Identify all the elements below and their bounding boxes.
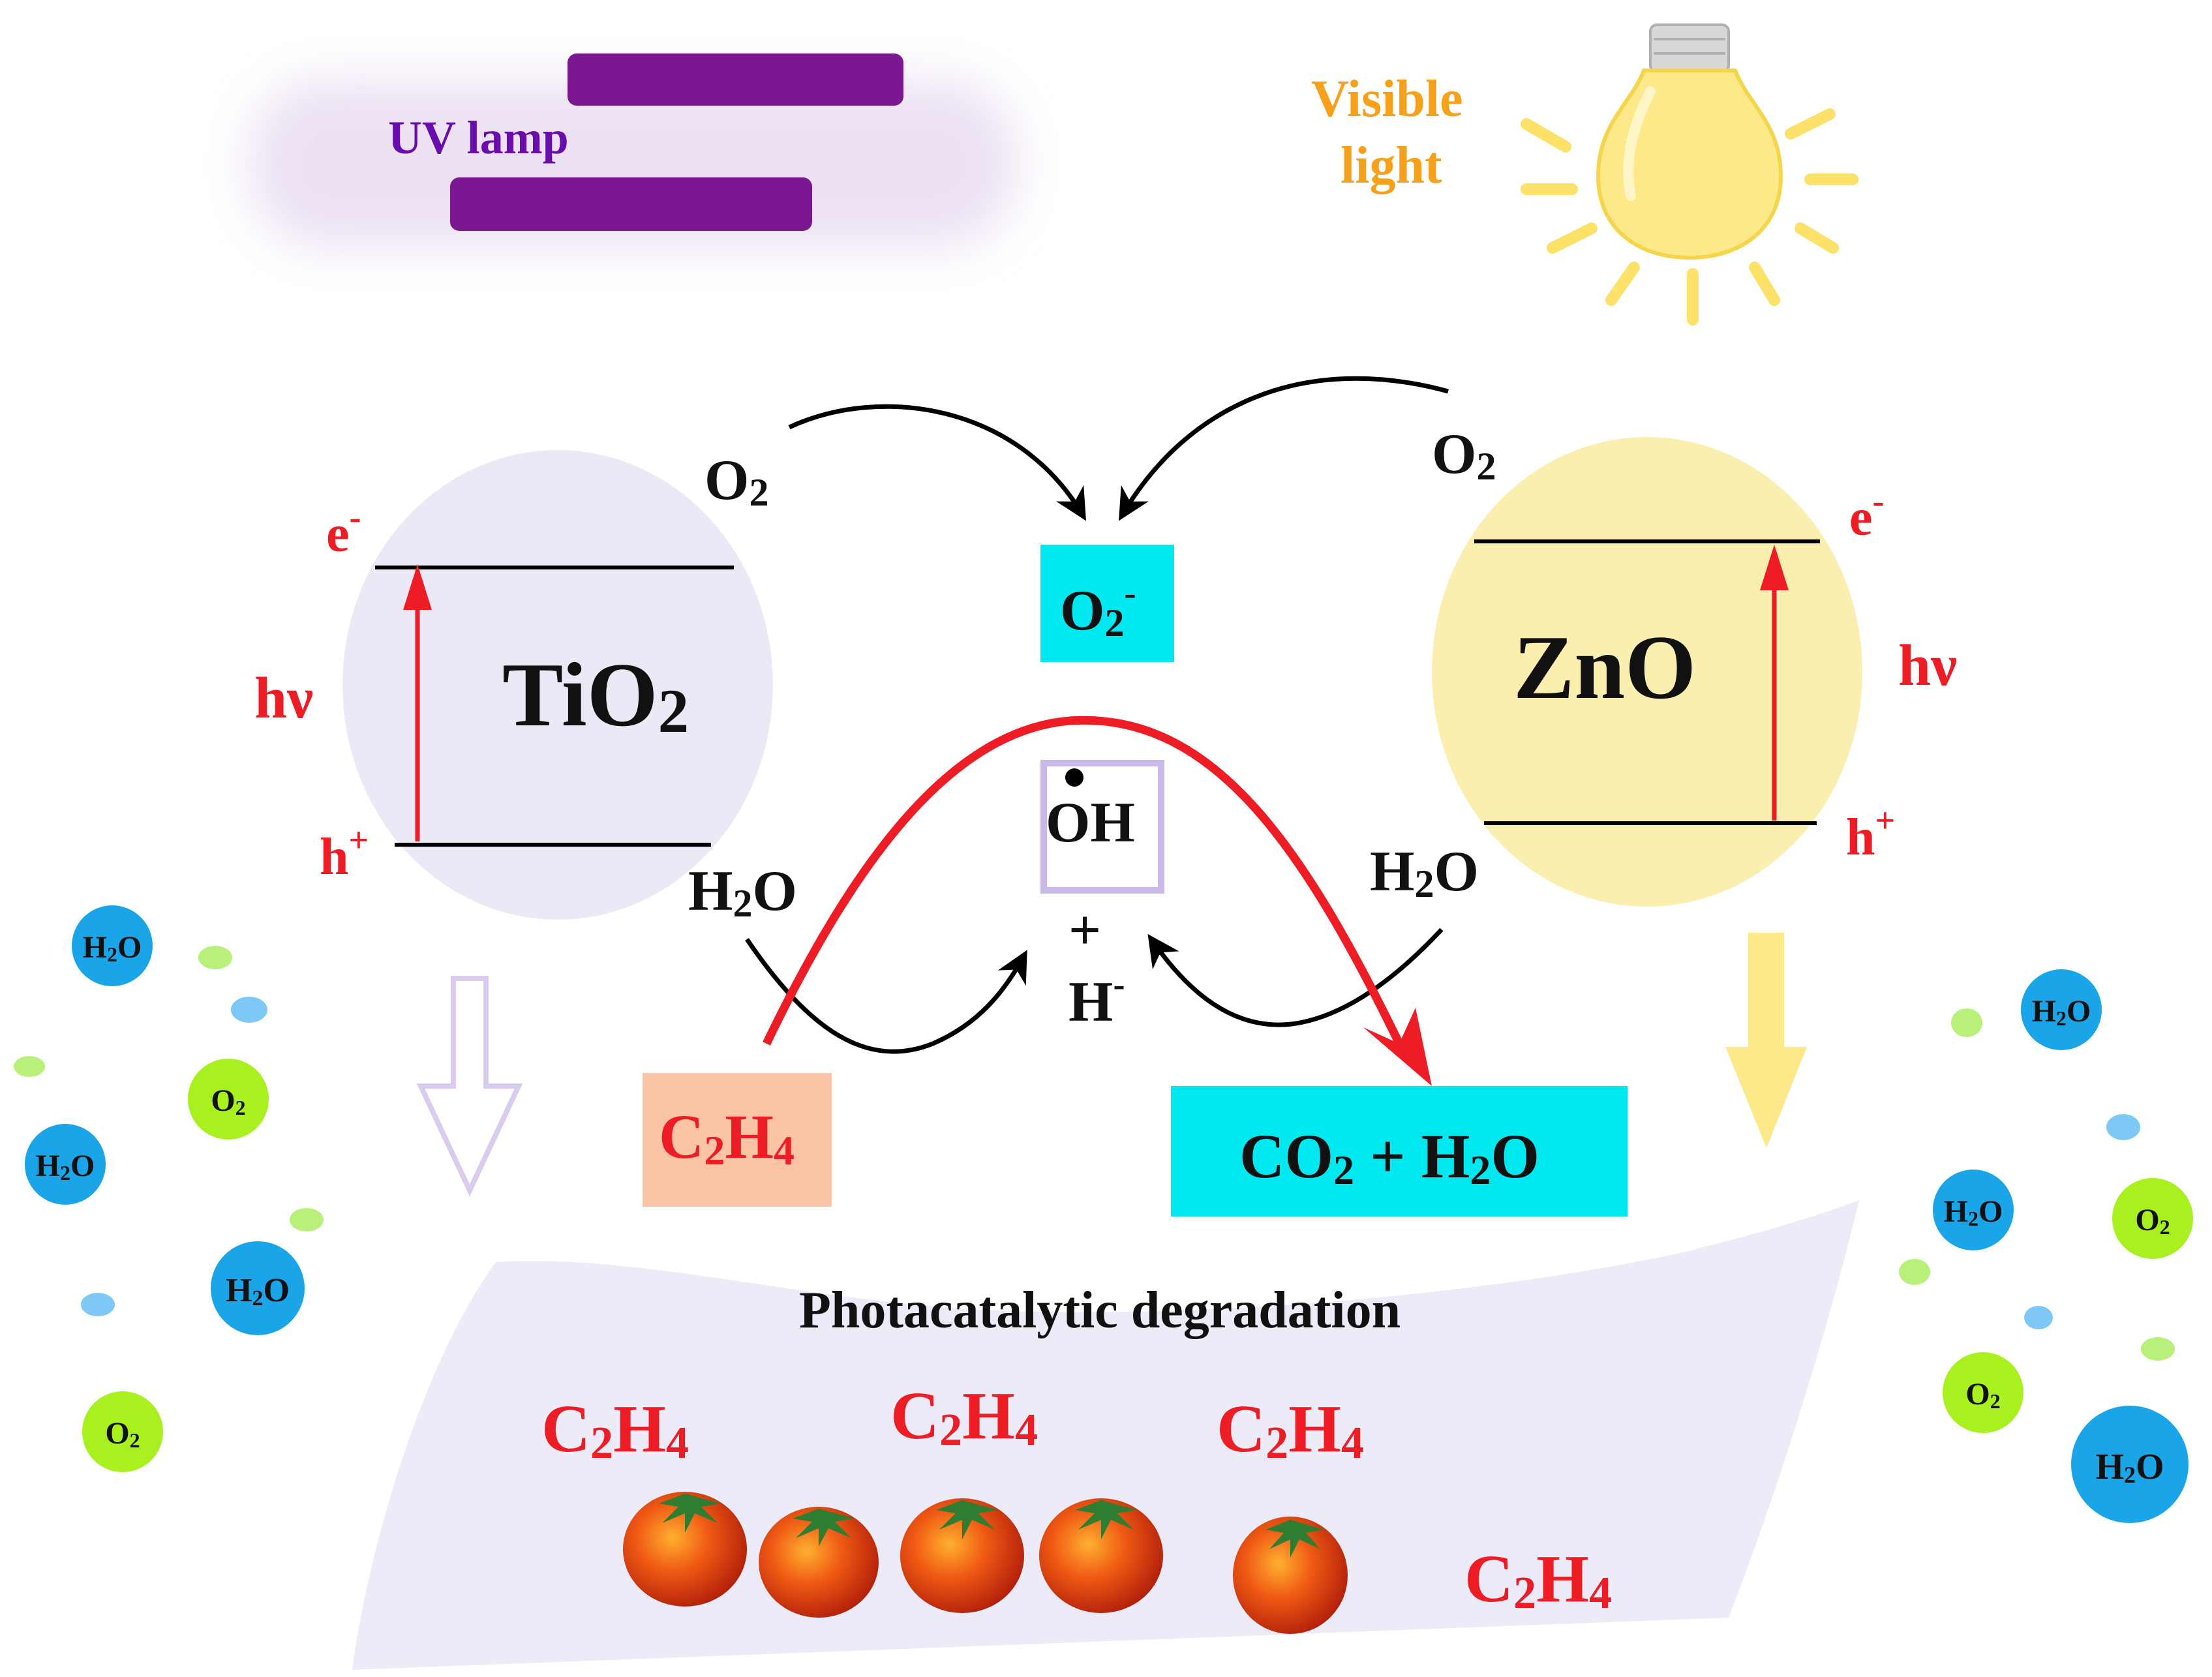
h2o-molecule: H2O — [211, 1241, 305, 1335]
tomato-icon — [759, 1507, 879, 1618]
tomato-icon — [1233, 1517, 1348, 1634]
ethylene-label-bottom-3: C2H4 — [1217, 1391, 1364, 1468]
uv-lamp-label: UV lamp — [388, 112, 569, 164]
tio2-photon: hν — [254, 666, 313, 731]
uv-tube-bottom — [450, 177, 812, 231]
degradation-arc — [763, 716, 1406, 1052]
tomato-icon — [623, 1492, 747, 1607]
o2-molecule: O2 — [2112, 1178, 2193, 1259]
superoxide-label: O2- — [1060, 573, 1136, 644]
zno-down-arrow — [1725, 933, 1807, 1148]
bulb-base — [1649, 23, 1730, 73]
svg-text:H2O: H2O — [2032, 994, 2091, 1030]
degradation-area: Photacatalytic degradation C2H4 C2H4 C2H… — [352, 1200, 1859, 1670]
products-box — [1171, 1086, 1628, 1216]
ethylene-box — [643, 1073, 832, 1207]
products-label: CO2 + H2O — [1239, 1121, 1539, 1193]
ethylene-label-bottom-4: C2H4 — [1464, 1541, 1612, 1618]
h2o-molecule: H2O — [72, 905, 153, 986]
svg-text:H2O: H2O — [36, 1149, 95, 1185]
small-blobs — [1899, 1008, 2175, 1361]
tomatoes — [623, 1492, 1348, 1634]
degradation-arrowhead — [1363, 1008, 1432, 1086]
zno-label: ZnO — [1513, 617, 1696, 718]
visible-light-bulb: Visible light — [1311, 23, 1858, 325]
zno-particle: ZnO e- hν h+ — [1432, 437, 1957, 1148]
zno-photon: hν — [1898, 633, 1957, 698]
h2o-right-label: H2O — [1370, 840, 1479, 905]
hydroxyl-label: OH — [1046, 791, 1135, 854]
svg-text:O2: O2 — [1965, 1377, 2000, 1413]
ethylene-label-bottom-1: C2H4 — [541, 1391, 689, 1468]
tio2-electron: e- — [326, 498, 361, 563]
visible-label-line1: Visible — [1311, 70, 1463, 128]
ethylene-label-bottom-2: C2H4 — [890, 1378, 1038, 1455]
o2-left-arrow — [788, 404, 1086, 521]
uv-lamp: UV lamp — [248, 53, 1018, 248]
visible-label-line2: light — [1341, 137, 1442, 194]
svg-text:H2O: H2O — [2095, 1447, 2164, 1488]
zno-electron: e- — [1849, 481, 1885, 547]
svg-text:H2O: H2O — [1944, 1194, 2003, 1230]
o2-left-label: O2 — [705, 449, 768, 514]
tio2-hole: h+ — [320, 821, 369, 886]
h-minus-label: H- — [1068, 965, 1125, 1034]
radical-dot — [1065, 768, 1083, 787]
o2-molecule: O2 — [82, 1391, 163, 1472]
svg-text:O2: O2 — [2135, 1203, 2170, 1239]
o2-molecule: O2 — [1943, 1352, 2023, 1433]
ethylene-label: C2H4 — [659, 1102, 795, 1173]
zno-circle — [1432, 437, 1862, 907]
svg-text:O2: O2 — [211, 1083, 245, 1119]
h2o-right-arrow — [1147, 928, 1444, 1027]
o2-right-label: O2 — [1432, 423, 1496, 488]
reaction-center: O2 O2 O2- OH + H- H2O H2O C2H4 CO2 + H2O — [643, 376, 1628, 1216]
o2-molecule: O2 — [188, 1059, 269, 1140]
small-blobs — [14, 946, 324, 1316]
uv-glow — [248, 78, 1018, 248]
tio2-down-arrow — [416, 976, 523, 1197]
tomato-icon — [1039, 1498, 1163, 1613]
svg-text:O2: O2 — [105, 1416, 140, 1452]
tio2-particle: TiO2 e- hν h+ — [254, 450, 773, 1197]
superoxide-box — [1040, 545, 1174, 662]
degradation-caption: Photacatalytic degradation — [799, 1282, 1401, 1339]
h2o-left-arrow — [745, 938, 1027, 1054]
zno-hole: h+ — [1846, 801, 1895, 866]
bulb-rays — [1521, 108, 1858, 325]
svg-text:H2O: H2O — [83, 930, 142, 966]
h2o-molecule: H2O — [2071, 1406, 2189, 1523]
h2o-molecule: H2O — [2021, 969, 2102, 1050]
h2o-molecule: H2O — [1933, 1170, 2014, 1250]
molecules-right: H2O H2O O2 O2 H2O — [1899, 969, 2193, 1523]
h2o-left-label: H2O — [688, 860, 797, 925]
uv-tube-top — [568, 53, 903, 106]
o2-right-arrow — [1119, 376, 1449, 521]
h2o-molecule: H2O — [25, 1124, 106, 1205]
plus-sign: + — [1068, 899, 1101, 962]
hydroxyl-box — [1040, 760, 1164, 894]
tio2-label: TiO2 — [502, 644, 689, 746]
tomato-icon — [900, 1498, 1024, 1613]
molecules-left: H2O O2 H2O H2O O2 — [14, 905, 324, 1472]
svg-text:H2O: H2O — [226, 1272, 290, 1310]
